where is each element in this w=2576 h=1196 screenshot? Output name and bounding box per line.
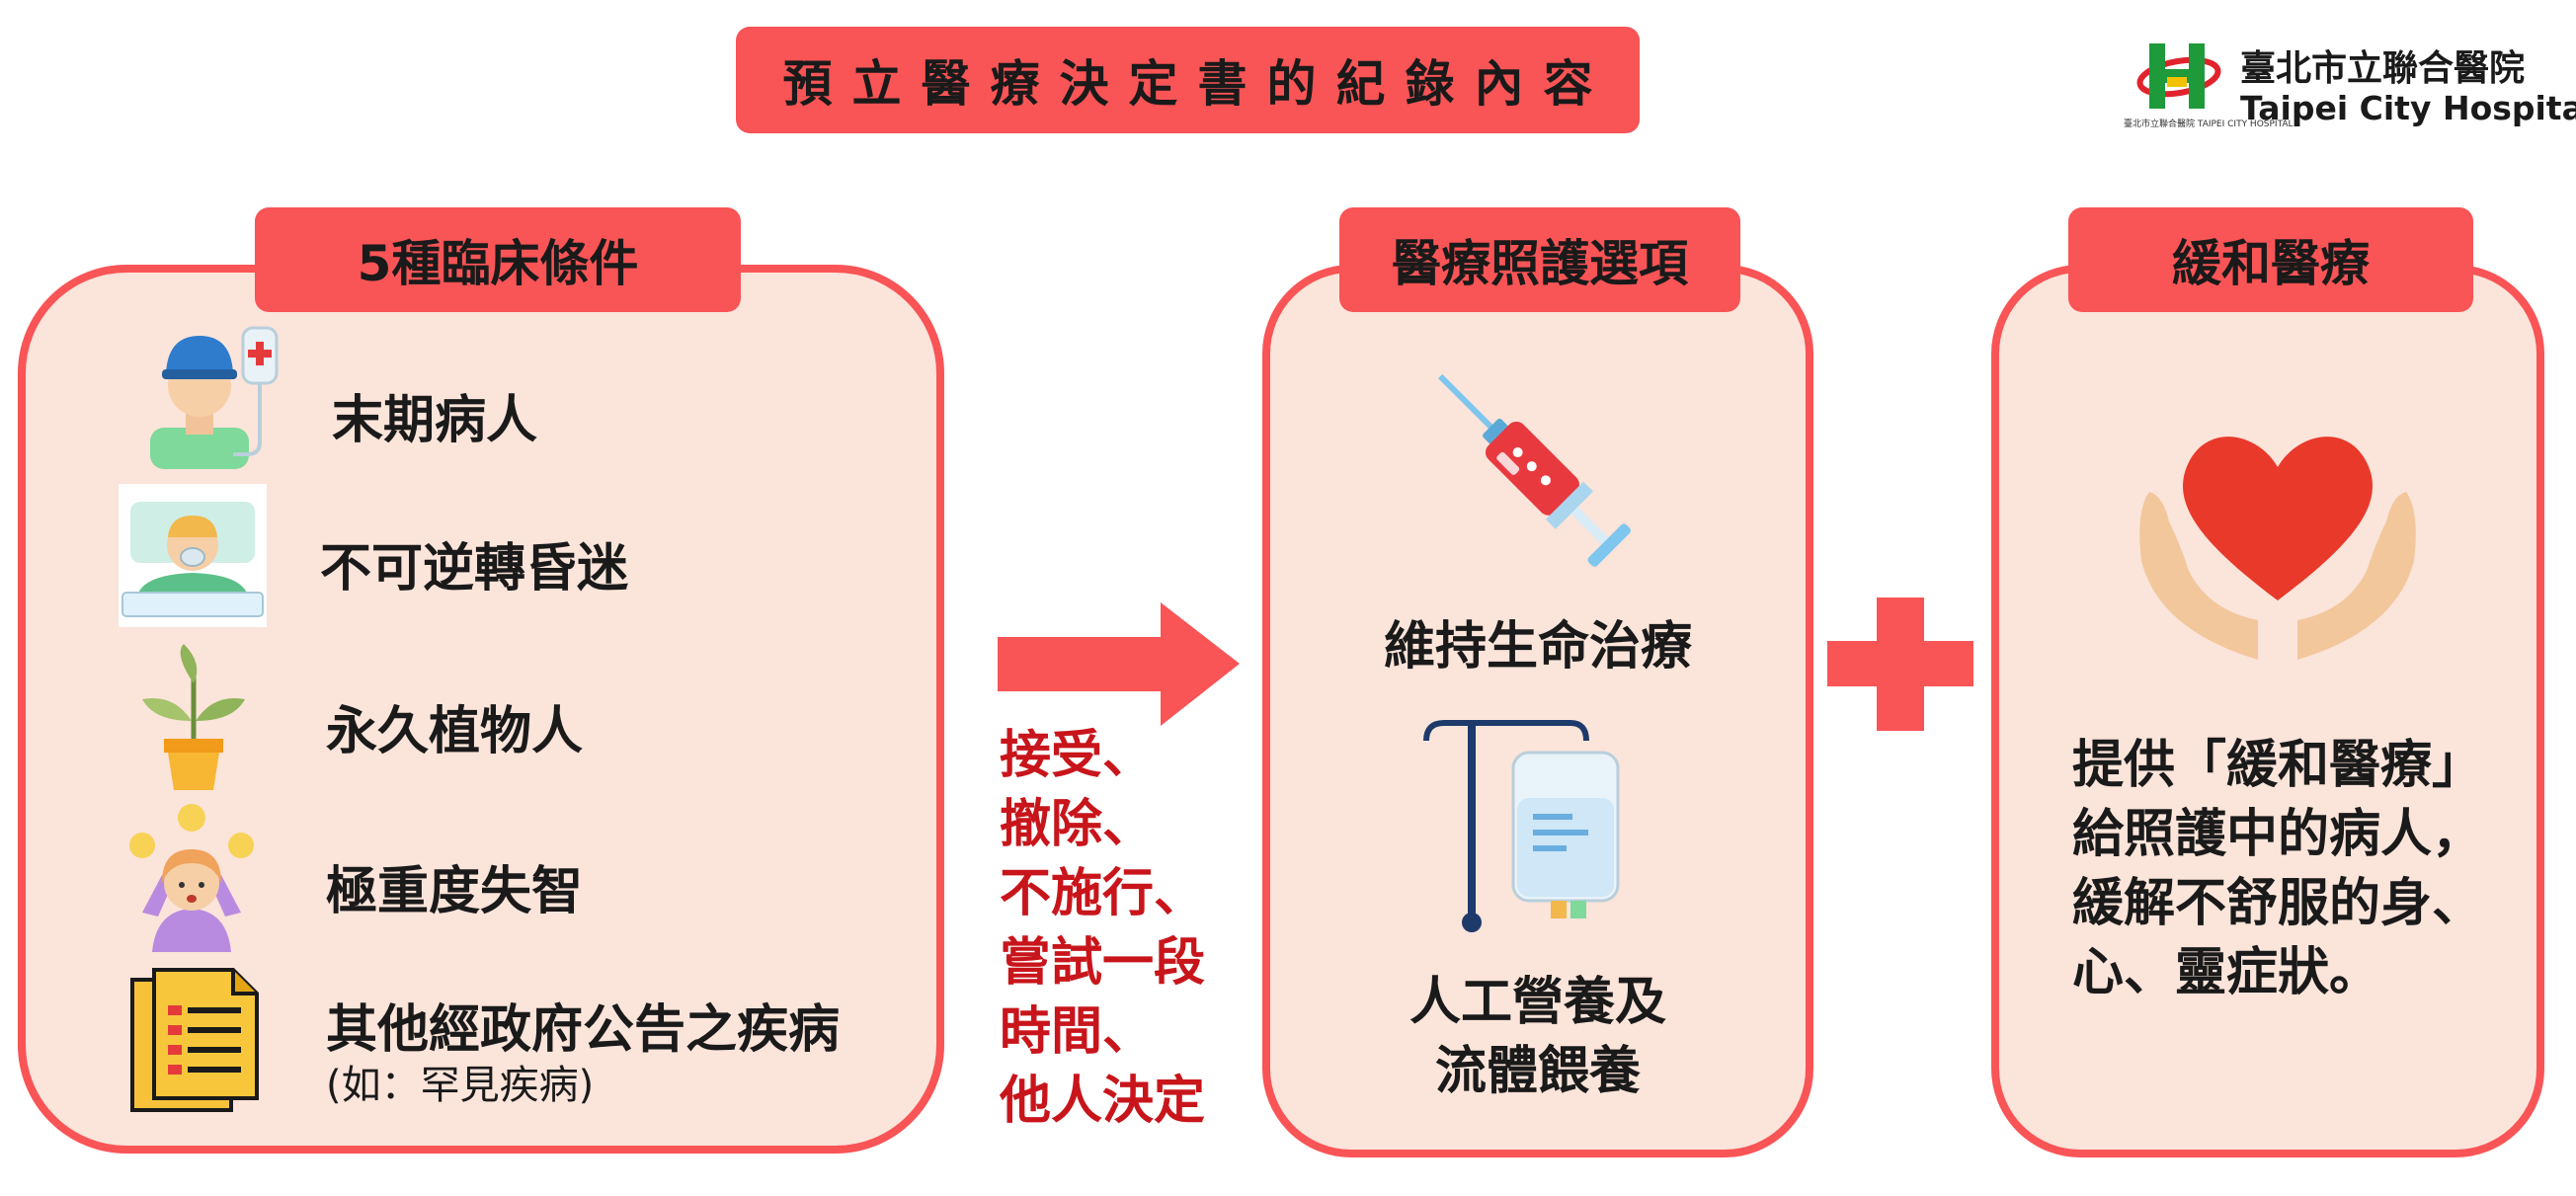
care-options-panel bbox=[1262, 265, 1813, 1157]
care-options-heading: 醫療照護選項 bbox=[1339, 207, 1740, 312]
logo-caption: 臺北市立聯合醫院 TAIPEI CITY HOSPITAL bbox=[2124, 117, 2294, 129]
condition-coma: 不可逆轉昏迷 bbox=[320, 539, 629, 598]
logo-name-cn: 臺北市立聯合醫院 bbox=[2240, 48, 2526, 89]
decision-item: 嘗試一段 bbox=[1000, 933, 1206, 993]
condition-terminal: 末期病人 bbox=[332, 391, 538, 450]
palliative-description: 提供「緩和醫療」 給照護中的病人， 緩解不舒服的身、 心、靈症狀。 bbox=[2072, 731, 2483, 1007]
palliative-panel bbox=[1991, 265, 2544, 1157]
palliative-line: 給照護中的病人， bbox=[2072, 805, 2484, 864]
document-icon bbox=[130, 968, 259, 1112]
decision-item: 接受、 bbox=[1000, 726, 1155, 785]
plus-icon bbox=[1827, 598, 1973, 731]
nutrition-line: 流體餵養 bbox=[1434, 1042, 1641, 1101]
decision-item: 時間、 bbox=[1000, 1002, 1155, 1062]
condition-other-disease-note: (如：罕見疾病) bbox=[326, 1063, 595, 1108]
decision-item: 他人決定 bbox=[1000, 1072, 1206, 1131]
patient-iv-icon bbox=[150, 326, 279, 469]
condition-vegetative: 永久植物人 bbox=[326, 702, 584, 761]
page-title: 預立醫療決定書的紀錄內容 bbox=[782, 55, 1613, 113]
decision-item: 撤除、 bbox=[1000, 795, 1155, 854]
nutrition-line: 人工營養及 bbox=[1409, 973, 1666, 1032]
palliative-line: 心、靈症狀。 bbox=[2072, 943, 2381, 1002]
iv-bag-icon bbox=[1423, 720, 1620, 932]
palliative-line: 緩解不舒服的身、 bbox=[2072, 874, 2484, 933]
hospital-logo-icon bbox=[2136, 43, 2221, 109]
right-arrow-icon bbox=[998, 602, 1240, 726]
palliative-heading: 緩和醫療 bbox=[2068, 207, 2473, 312]
title-banner: 預立醫療決定書的紀錄內容 bbox=[736, 27, 1640, 133]
logo-name-en: Taipei City Hospital bbox=[2240, 89, 2576, 127]
decision-item: 不施行、 bbox=[1000, 864, 1206, 923]
logo-caption-en: TAIPEI CITY HOSPITAL bbox=[2197, 120, 2294, 129]
syringe-icon bbox=[1438, 373, 1631, 567]
condition-other-disease: 其他經政府公告之疾病 bbox=[326, 1000, 841, 1060]
palliative-line: 提供「緩和醫療」 bbox=[2072, 736, 2484, 795]
nutrition-label: 人工營養及 流體餵養 bbox=[1262, 968, 1813, 1106]
heart-hands-icon bbox=[2139, 437, 2416, 660]
potted-plant-icon bbox=[142, 644, 245, 790]
condition-dementia: 極重度失智 bbox=[326, 862, 584, 921]
decision-list: 接受、 撤除、 不施行、 嘗試一段 時間、 他人決定 bbox=[1000, 721, 1205, 1136]
coma-patient-icon bbox=[119, 484, 267, 627]
life-support-label: 維持生命治療 bbox=[1383, 617, 1692, 677]
conditions-heading: 5種臨床條件 bbox=[255, 207, 741, 312]
logo-caption-cn: 臺北市立聯合醫院 bbox=[2124, 120, 2196, 129]
confused-person-icon bbox=[129, 804, 254, 952]
